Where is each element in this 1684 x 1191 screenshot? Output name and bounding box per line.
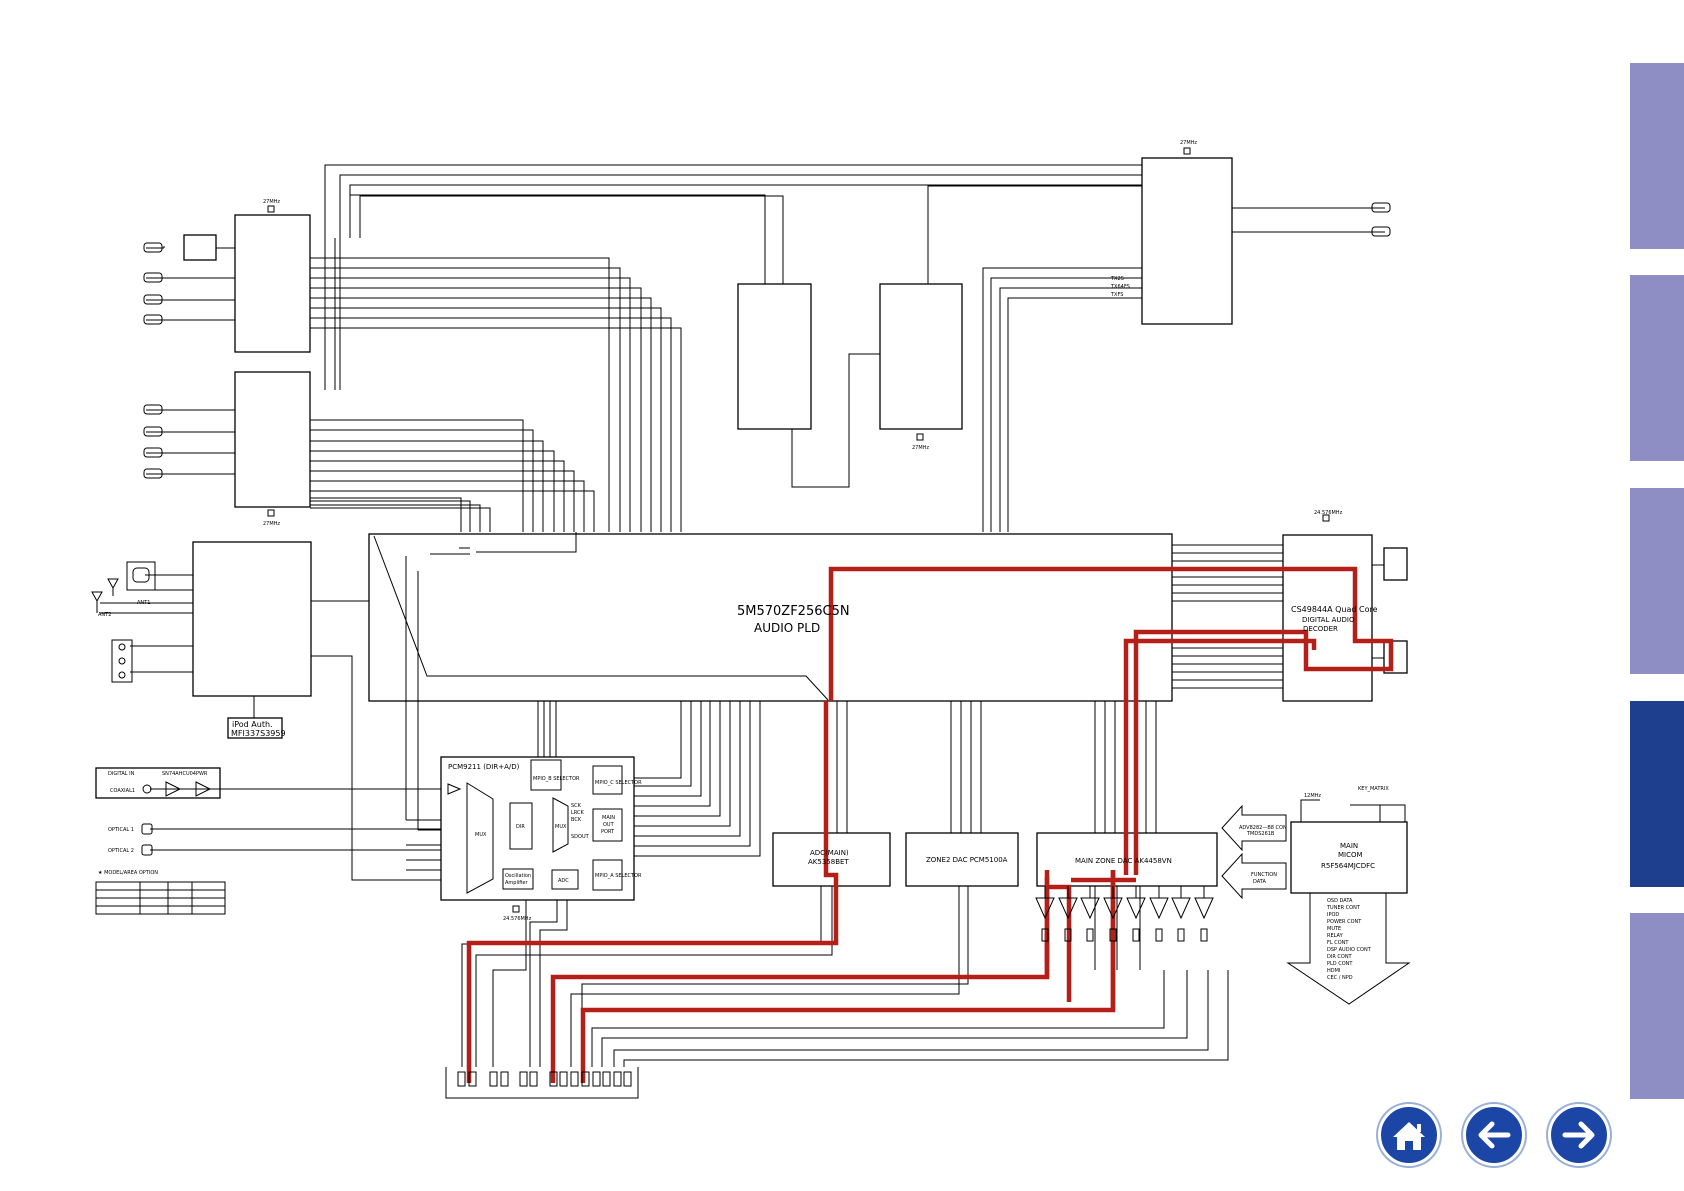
micom-label-3: R5F564MJCDFC — [1321, 862, 1375, 870]
mpio-a-label: MPIO_A SELECTOR — [595, 873, 642, 879]
highlighted-signal-path — [466, 566, 1394, 1083]
micom-function: HDMI — [1327, 968, 1340, 974]
side-tab-3[interactable] — [1630, 488, 1684, 674]
ant2-label: ANT2 — [98, 612, 111, 618]
main-out-label-1: MAIN — [602, 815, 615, 821]
adc-main-label-2: AK5358BET — [808, 858, 849, 866]
crystal-label-4: 27MHz — [1180, 140, 1197, 146]
optical1-label: OPTICAL 1 — [108, 827, 134, 833]
key-matrix-label: KEY_MATRIX — [1358, 786, 1389, 792]
main-out-label-3: PORT — [601, 829, 615, 835]
component-symbols — [91, 147, 1391, 1087]
sck-label: SCK — [571, 803, 582, 809]
function-data-label-1: FUNCTION — [1251, 872, 1277, 878]
hdmi-jacks — [143, 202, 1391, 479]
tx-label-2: TX64FS — [1110, 284, 1130, 290]
sn74-label: SN74AHCU04PWR — [162, 771, 208, 777]
micom-function: PLD CONT — [1327, 961, 1353, 967]
digital-in-label: DIGITAL IN — [108, 771, 135, 777]
arrow-right-icon — [1562, 1121, 1595, 1149]
micom-function: MUTE — [1327, 926, 1341, 932]
function-data-label-2: DATA — [1253, 879, 1266, 885]
micom-function: CEC / NPD — [1327, 975, 1353, 981]
model-option-label: ★ MODEL/AREA OPTION — [98, 870, 158, 876]
hdmi-receiver-block-1 — [234, 214, 311, 353]
side-tab-5[interactable] — [1630, 913, 1684, 1099]
micom-function: FL CONT — [1327, 940, 1349, 946]
decoder-name-label-2: DECODER — [1303, 625, 1338, 633]
optical2-label: OPTICAL 2 — [108, 848, 134, 854]
audio-pld-block — [368, 533, 1173, 702]
audio-output-connector — [445, 1067, 639, 1099]
ipod-tuner-block — [192, 541, 312, 697]
crystal-label-7: 12MHz — [1304, 793, 1321, 799]
video-processor-block — [737, 283, 812, 430]
crystal-label-3: 27MHz — [912, 445, 929, 451]
micom-function: OSD DATA — [1327, 898, 1353, 904]
hdmi-out-buffer-block — [183, 234, 217, 261]
adv-con-label-2: TMDS261B — [1246, 831, 1275, 837]
ipod-auth-label-2: MFI337S3959 — [231, 729, 286, 738]
video-scaler-block — [879, 283, 963, 430]
crystal-label-1: 27MHz — [263, 199, 280, 205]
main-micom-block — [1290, 821, 1408, 894]
osc-label-1: Oscillation — [505, 873, 531, 879]
sdout-label: SDOUT — [571, 834, 590, 840]
mpio-c-label: MPIO_C SELECTOR — [595, 780, 642, 786]
crystal-label-2: 27MHz — [263, 521, 280, 527]
side-tab-4-active[interactable] — [1630, 701, 1684, 887]
micom-function: DSP AUDIO CONT — [1327, 947, 1372, 953]
lrck-label: LRCK — [571, 810, 585, 816]
forward-button[interactable] — [1548, 1104, 1610, 1166]
mpio-b-label: MPIO_B SELECTOR — [533, 776, 580, 782]
hdmi-receiver-block-2 — [234, 371, 311, 508]
ipod-auth-block — [227, 717, 283, 739]
zone2-dac-label: ZONE2 DAC PCM5100A — [926, 856, 1008, 864]
pcm9211-block — [440, 756, 635, 901]
back-button[interactable] — [1463, 1104, 1525, 1166]
mux-label: MUX — [475, 832, 487, 838]
digital-in-block — [95, 767, 221, 799]
bck-label: BCK — [571, 817, 582, 823]
micom-label-1: MAIN — [1340, 842, 1358, 850]
crystal-label-6: 24.576MHz — [503, 916, 532, 922]
tx-label-3: TXFS — [1110, 292, 1123, 298]
side-tab-2[interactable] — [1630, 275, 1684, 461]
home-button[interactable] — [1378, 1104, 1440, 1166]
main-zone-dac-label: MAIN ZONE DAC AK4458VN — [1075, 857, 1172, 865]
micom-function: TUNER CONT — [1326, 905, 1361, 911]
signal-wires — [100, 164, 1411, 1067]
osc-label-2: Amplifier — [505, 880, 528, 886]
dir-label: DIR — [516, 824, 525, 830]
tx-label-1: TX2S — [1110, 276, 1124, 282]
hdmi-transmitter-block — [1141, 157, 1233, 325]
ant1-label: ANT1 — [137, 600, 150, 606]
adv-con-label-1: ADV8282—B8 CON — [1239, 825, 1287, 831]
pld-name-label: AUDIO PLD — [754, 621, 820, 635]
side-tab-1[interactable] — [1630, 63, 1684, 249]
coaxial-label: COAXIAL1 — [110, 788, 135, 794]
adc-small-label: ADC — [558, 878, 569, 884]
micom-function-list: OSD DATA TUNER CONT IPOD POWER CONT MUTE… — [1326, 898, 1372, 981]
zone2-dac-block — [905, 832, 1019, 887]
arrow-left-icon — [1478, 1121, 1511, 1149]
dsp-memory-block-1 — [1383, 547, 1408, 581]
crystal-label-5: 24.576MHz — [1314, 510, 1343, 516]
micom-function: DIR CONT — [1327, 954, 1353, 960]
main-out-label-2: OUT — [603, 822, 615, 828]
micom-label-2: MICOM — [1338, 851, 1363, 859]
pcm-name-label: PCM9211 (DIR+A/D) — [448, 763, 520, 771]
micom-function: POWER CONT — [1327, 919, 1362, 925]
pld-part-label: 5M570ZF256C5N — [737, 604, 850, 619]
mux-label-2: MUX — [555, 824, 567, 830]
ipod-auth-label-1: iPod Auth. — [232, 720, 273, 729]
decoder-part-label: CS49844A Quad Core — [1291, 605, 1378, 614]
micom-function: IPOD — [1327, 912, 1339, 918]
decoder-name-label-1: DIGITAL AUDIO — [1302, 616, 1355, 624]
micom-function: RELAY — [1327, 933, 1344, 939]
home-icon — [1393, 1122, 1425, 1150]
adc-main-label-1: ADC(MAIN) — [810, 849, 849, 857]
block-diagram: 5M570ZF256C5N AUDIO PLD CS49844A Quad Co… — [91, 140, 1411, 1099]
